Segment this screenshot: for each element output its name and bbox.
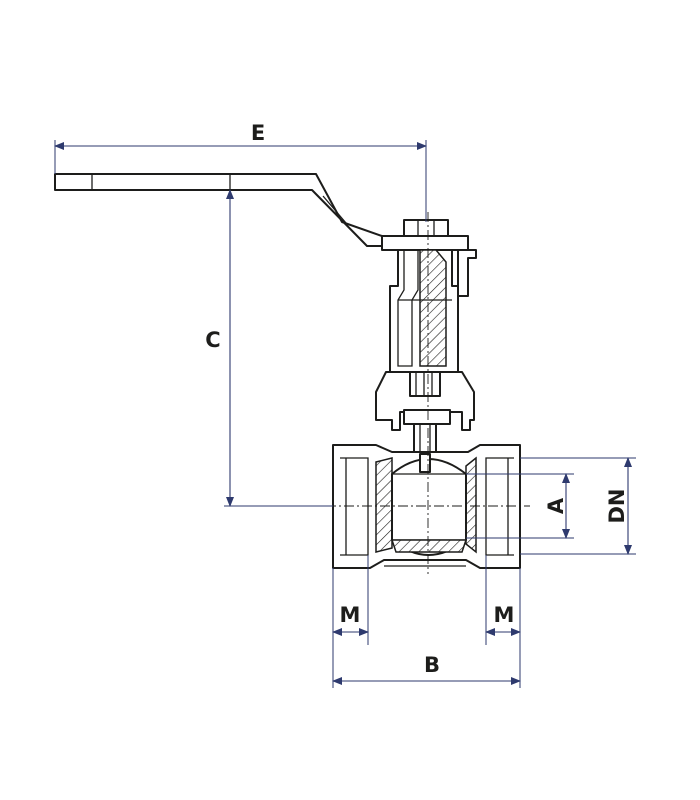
label-m-left: M: [340, 603, 361, 627]
stem-shaft-section: [419, 249, 447, 367]
lever-arm: [54, 173, 383, 247]
right-seat-ring: [465, 456, 477, 554]
housing-inner-wall: [397, 250, 419, 367]
stem-tang: [419, 453, 431, 473]
label-m-right: M: [494, 603, 515, 627]
stem-gland: [409, 371, 441, 397]
label-dn: DN: [605, 488, 629, 523]
left-seat-ring: [375, 457, 393, 553]
label-c: C: [205, 328, 220, 352]
stem-nut: [403, 219, 449, 237]
lower-adapter: [375, 371, 475, 431]
valve-body: [326, 212, 530, 574]
lever-bend-line: [322, 195, 347, 224]
dimension-dn: DN: [520, 457, 636, 555]
dimension-m-left: M: [332, 555, 369, 645]
label-a: A: [544, 497, 568, 514]
right-port-thread: [485, 457, 514, 556]
dimension-m-right: M: [485, 555, 521, 645]
dimension-e: E: [54, 121, 427, 222]
ball-lower-section: [390, 539, 468, 553]
handle-stop-tab: [457, 249, 477, 297]
packing-ring: [403, 409, 451, 425]
dimension-c: C: [205, 189, 333, 507]
dimension-a: A: [466, 473, 574, 539]
stem-extension: [375, 249, 475, 455]
left-port-thread: [340, 457, 369, 556]
valve-stem: [413, 423, 437, 455]
handle-collar: [381, 235, 469, 251]
label-b: B: [424, 653, 440, 677]
dimension-b: B: [332, 645, 521, 688]
label-e: E: [251, 121, 265, 145]
